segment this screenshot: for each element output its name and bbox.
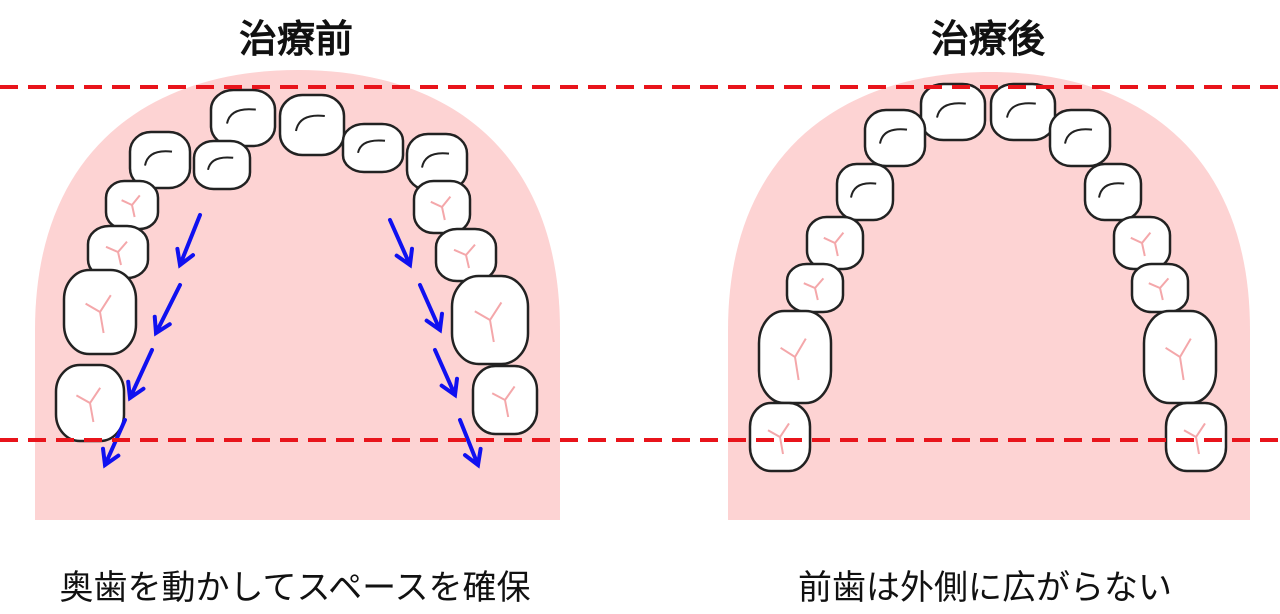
tooth	[805, 215, 865, 271]
movement-arrow-icon	[175, 213, 202, 269]
tooth	[86, 224, 150, 280]
movement-arrow-icon	[126, 348, 154, 402]
tooth	[757, 309, 833, 405]
tooth	[278, 93, 346, 157]
tooth	[1142, 309, 1218, 405]
before-caption: 奥歯を動かしてスペースを確保	[59, 568, 531, 608]
tooth	[192, 139, 252, 191]
after-title: 治療後	[930, 17, 1046, 61]
tooth	[54, 363, 126, 443]
movement-arrow-icon	[388, 218, 414, 269]
tooth	[104, 179, 160, 231]
tooth	[863, 108, 927, 168]
tooth	[1164, 401, 1228, 473]
movement-arrow-icon	[101, 418, 127, 469]
tooth	[209, 88, 277, 148]
tooth	[748, 401, 812, 473]
movement-arrow-icon	[433, 348, 459, 399]
before-title: 治療前	[238, 17, 354, 61]
tooth	[989, 82, 1057, 142]
tooth	[785, 262, 845, 314]
tooth	[450, 274, 530, 366]
tooth	[434, 227, 498, 283]
tooth	[341, 122, 405, 174]
tooth	[919, 82, 987, 142]
tooth	[835, 162, 895, 222]
tooth	[471, 364, 539, 436]
tooth	[1083, 162, 1143, 222]
tooth	[62, 268, 138, 356]
tooth	[1048, 108, 1112, 168]
after-caption: 前歯は外側に広がらない	[798, 568, 1172, 608]
tooth	[1112, 215, 1172, 271]
movement-arrow-icon	[152, 283, 182, 337]
movement-arrow-icon	[458, 418, 483, 469]
movement-arrow-icon	[418, 283, 444, 334]
tooth	[412, 179, 472, 235]
tooth	[1130, 262, 1190, 314]
tooth	[128, 130, 192, 190]
